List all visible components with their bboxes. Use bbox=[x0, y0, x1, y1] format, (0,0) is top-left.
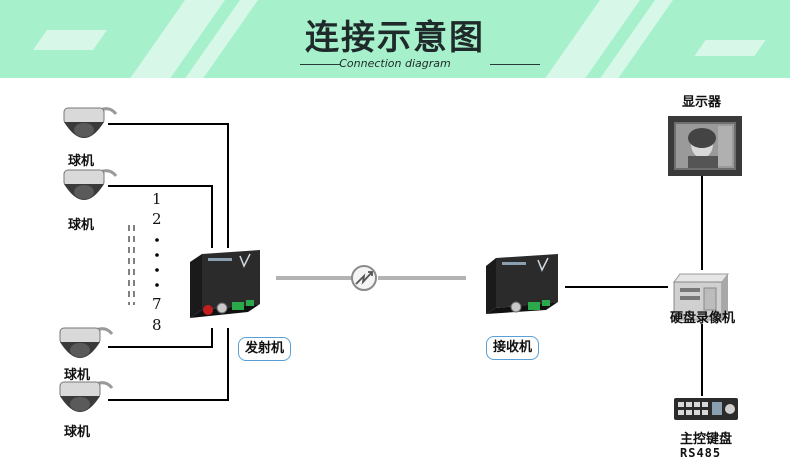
camera-2-label: 球机 bbox=[68, 218, 95, 233]
header-banner: 连接示意图 Connection diagram bbox=[0, 0, 790, 78]
keyboard-protocol: RS485 bbox=[680, 446, 722, 460]
dome-camera-icon bbox=[63, 169, 118, 200]
dome-camera-icon bbox=[59, 381, 114, 412]
fiber-link-icon bbox=[351, 265, 377, 291]
subtitle-rule-left bbox=[300, 64, 340, 65]
receiver-label: 接收机 bbox=[486, 336, 540, 360]
dvr-icon bbox=[673, 273, 729, 321]
channel-number: 2 bbox=[152, 210, 162, 228]
dome-camera-icon bbox=[59, 327, 114, 358]
monitor-icon bbox=[668, 116, 742, 176]
channel-dot bbox=[155, 283, 159, 287]
monitor-label: 显示器 bbox=[682, 95, 722, 110]
page-subtitle: Connection diagram bbox=[339, 57, 451, 70]
camera-3-label: 球机 bbox=[64, 368, 91, 383]
channel-number: 1 bbox=[152, 190, 162, 208]
fiber-transmitter-icon bbox=[190, 250, 260, 318]
camera-1-label: 球机 bbox=[68, 154, 95, 169]
keyboard-label: 主控键盘 bbox=[680, 432, 733, 447]
dvr-label: 硬盘录像机 bbox=[670, 311, 736, 326]
camera-1-cable bbox=[108, 123, 229, 248]
channel-number: 8 bbox=[152, 316, 162, 334]
channel-dot bbox=[155, 268, 159, 272]
channel-dot bbox=[155, 238, 159, 242]
page-title: 连接示意图 bbox=[305, 18, 485, 58]
fiber-receiver-icon bbox=[486, 254, 558, 314]
channel-dot bbox=[155, 253, 159, 257]
subtitle-rule-right bbox=[490, 64, 540, 65]
channel-number: 7 bbox=[152, 295, 162, 313]
camera-2-cable bbox=[108, 185, 213, 248]
transmitter-label: 发射机 bbox=[238, 337, 292, 361]
camera-4-label: 球机 bbox=[64, 425, 91, 440]
camera-4-cable bbox=[108, 328, 229, 401]
keyboard-icon bbox=[674, 398, 738, 420]
dome-camera-icon bbox=[63, 107, 118, 138]
camera-3-cable bbox=[108, 328, 213, 348]
